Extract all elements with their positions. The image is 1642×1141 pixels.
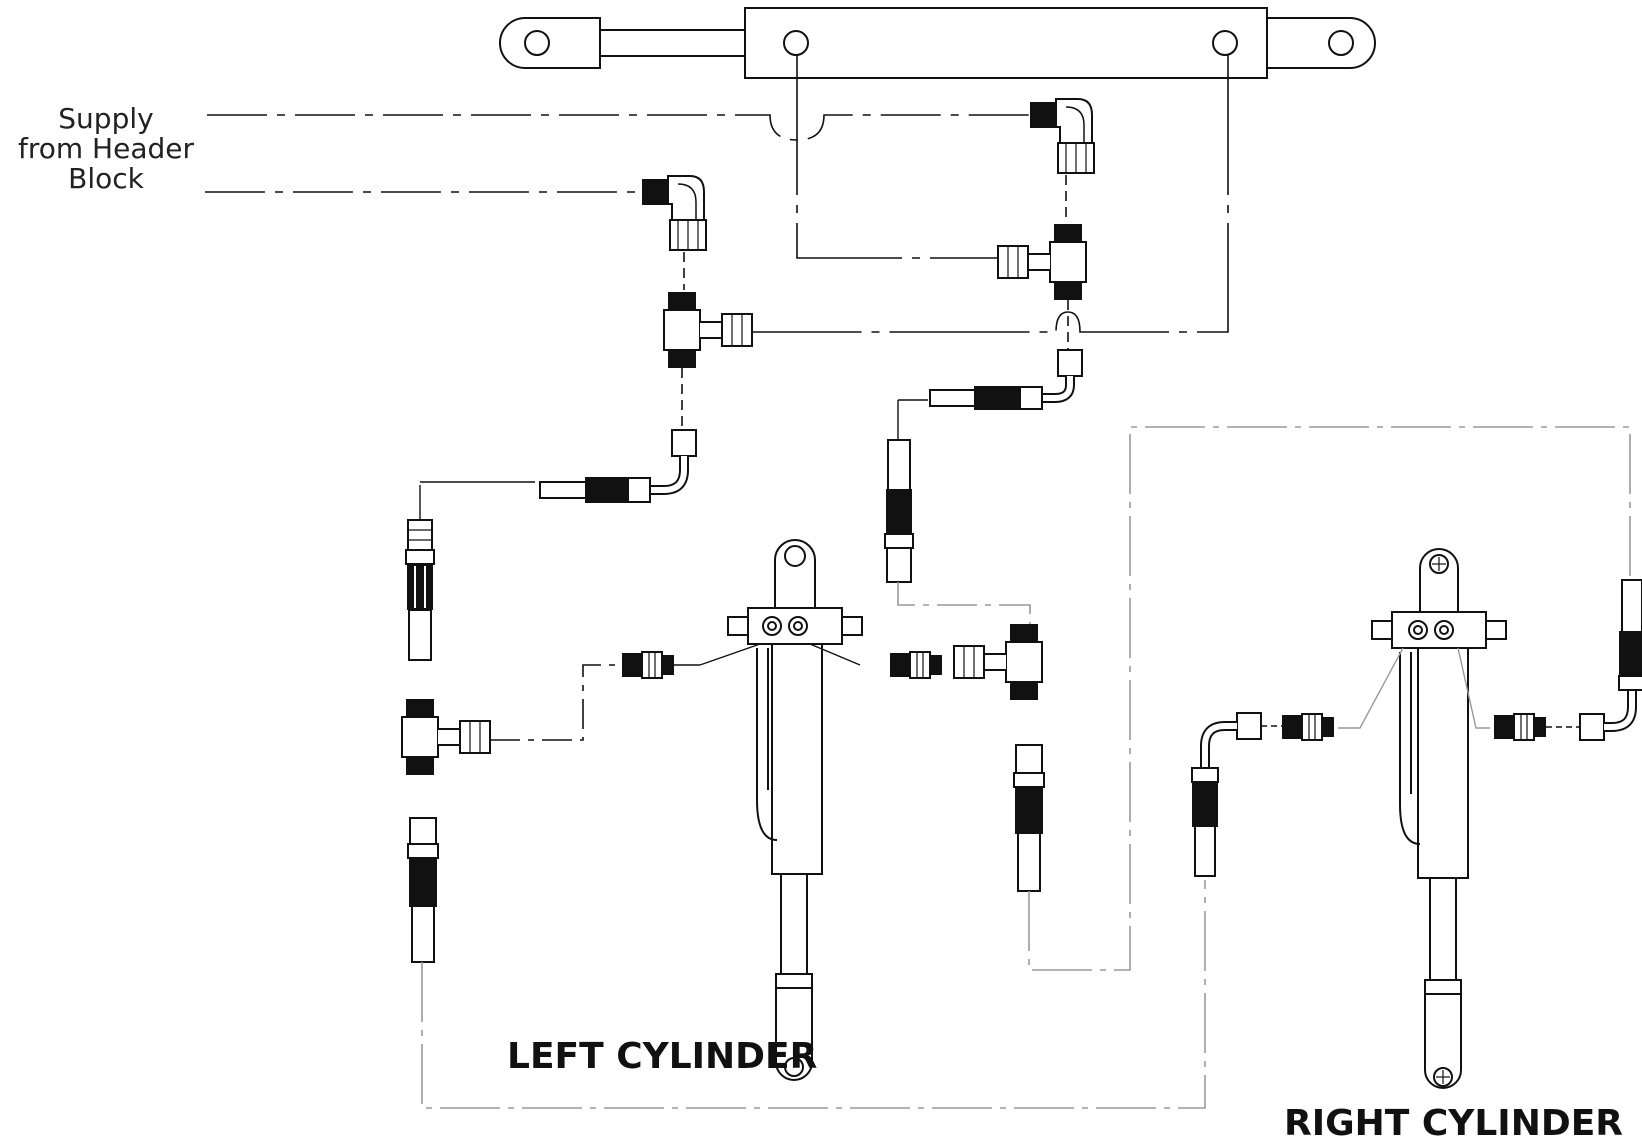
label-right-cylinder: RIGHT CYLINDER: [1284, 1103, 1623, 1141]
right-cylinder: [1371, 548, 1507, 1089]
tee-fitting-upper-right: [997, 223, 1087, 301]
port-lines: [740, 55, 1229, 333]
hose-right-left: [1191, 712, 1262, 877]
label-supply-line1: Supply: [58, 102, 153, 135]
hose-middle-lower: [1013, 744, 1045, 892]
supply-lines: [205, 114, 1030, 193]
hose-left-upper: [419, 429, 697, 525]
top-cylinder: [499, 7, 1376, 79]
hose-left-vertical: [405, 519, 435, 661]
label-supply-line2: from Header: [18, 132, 195, 165]
adapter-left-cylinder-right-port: [889, 651, 943, 679]
tee-fitting-middle: [953, 623, 1043, 701]
label-left-cylinder: LEFT CYLINDER: [507, 1036, 817, 1077]
label-supply-line3: Block: [68, 162, 145, 195]
adapter-left-cylinder-port: [621, 651, 675, 679]
tee-fitting-upper-left: [663, 291, 753, 369]
left-cylinder: [699, 539, 863, 1081]
elbow-fitting-upper-left: [641, 175, 707, 251]
adapter-right-cylinder-right-port: [1493, 713, 1547, 741]
elbow-fitting-upper-right: [1029, 98, 1095, 174]
hose-middle-upper: [884, 349, 1083, 583]
hose-right-right: [1579, 579, 1642, 741]
hose-left-lower: [407, 817, 439, 963]
adapter-right-cylinder-left-port: [1281, 713, 1335, 741]
tee-fitting-lower-left: [401, 698, 491, 776]
